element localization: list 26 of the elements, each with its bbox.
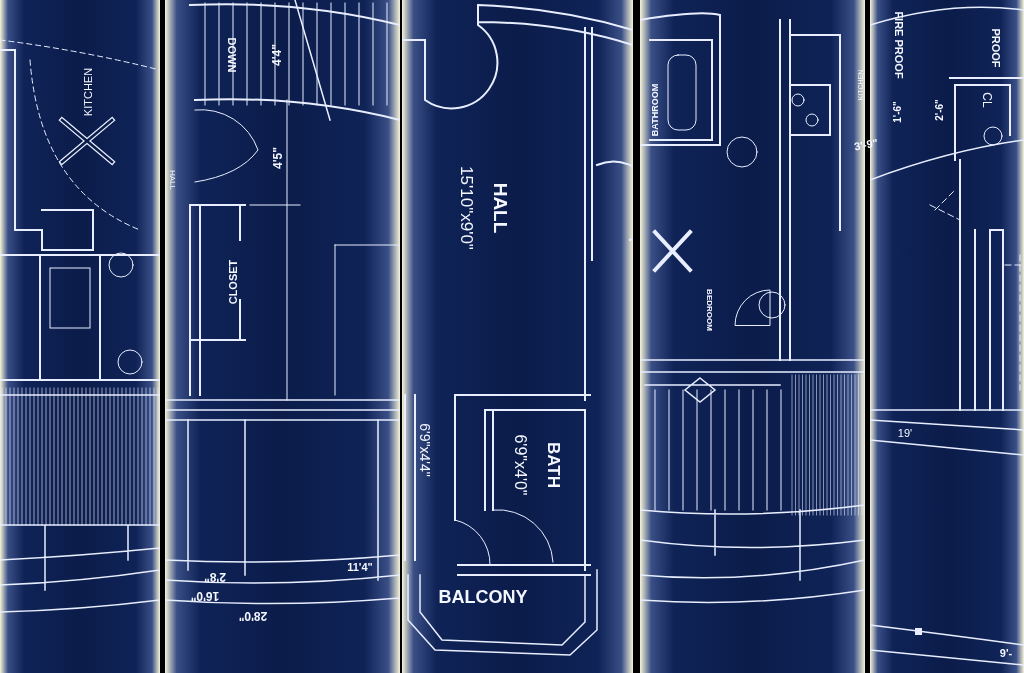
room-label: DOWN bbox=[225, 37, 237, 73]
dimension-label: 11'4" bbox=[347, 561, 373, 573]
room-label: HALL bbox=[490, 182, 510, 234]
dimension-label: 19' bbox=[897, 427, 913, 439]
dimension-label: 4'4" bbox=[271, 44, 283, 66]
dimension-label: 4'5" bbox=[272, 147, 284, 169]
room-label: BATHROOM bbox=[650, 83, 660, 137]
dimension-label: 3'-9" bbox=[853, 137, 879, 153]
dimension-label: 15'10"x9'0" bbox=[457, 166, 475, 250]
room-label: BATH bbox=[544, 442, 562, 488]
room-label: FIRE PROOF bbox=[892, 11, 904, 79]
dimension-label: 6'9"x4'4" bbox=[418, 423, 432, 477]
room-label: CL bbox=[981, 92, 993, 108]
room-label: CLOSET bbox=[227, 259, 239, 305]
dimension-label: 2'-6" bbox=[935, 99, 945, 121]
room-label: PROOF bbox=[989, 28, 1001, 68]
dimension-label: 28'0" bbox=[238, 610, 268, 622]
room-label: KITCHEN bbox=[82, 67, 94, 117]
room-label: BALCONY bbox=[438, 588, 528, 606]
dimension-label: 16'0" bbox=[190, 590, 220, 602]
dimension-label: 9'- bbox=[999, 647, 1013, 659]
dimension-label: 2'8" bbox=[204, 571, 226, 583]
room-label: BEDROOM bbox=[705, 289, 713, 331]
dimension-label: 1'-6" bbox=[893, 101, 903, 123]
dimension-label: 6'9"x4'0" bbox=[512, 434, 528, 496]
room-label: HALL bbox=[168, 170, 176, 190]
